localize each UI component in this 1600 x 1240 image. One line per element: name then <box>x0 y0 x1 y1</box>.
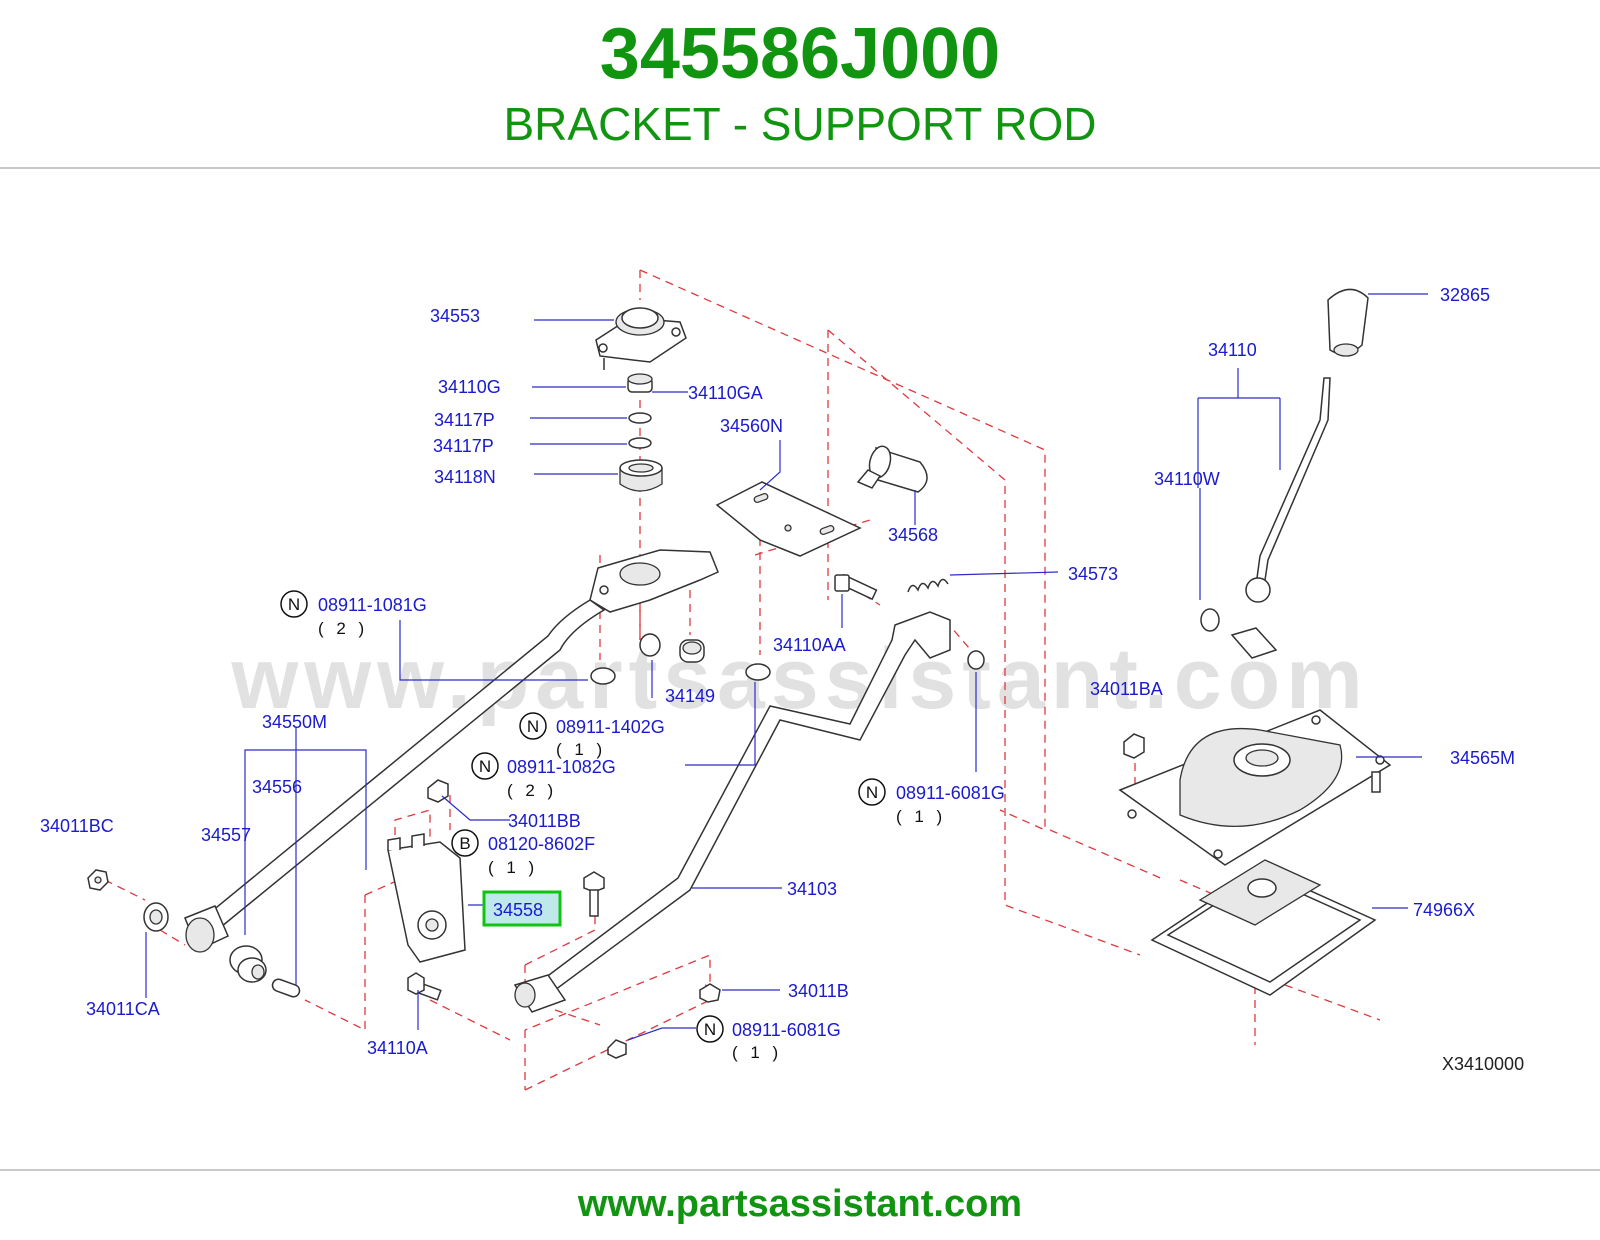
label-34568: 34568 <box>888 525 938 545</box>
label-34011BA: 34011BA <box>1090 679 1163 699</box>
badge-n-08911-1082G-letter: N <box>479 757 491 776</box>
label-34557: 34557 <box>201 825 251 845</box>
label-34011CA: 34011CA <box>86 999 160 1019</box>
qty-08120-8602F: ( 1 ) <box>488 858 538 877</box>
badge-n-08911-1082G <box>471 752 499 780</box>
part-collars <box>590 650 985 1059</box>
label-34560N: 34560N <box>720 416 783 436</box>
label-34110: 34110 <box>1208 340 1257 360</box>
footer-divider <box>0 1169 1600 1171</box>
part-shift-rod-main <box>184 549 719 953</box>
part-name-subtitle: BRACKET - SUPPORT ROD <box>503 98 1097 150</box>
label-08911-6081G-a: 08911-6081G <box>732 1020 841 1040</box>
label-34556: 34556 <box>252 777 302 797</box>
header: 345586J000 BRACKET - SUPPORT ROD <box>0 0 1600 168</box>
label-34553: 34553 <box>430 306 480 326</box>
part-34011CA-washer <box>143 902 169 932</box>
label-74966X: 74966X <box>1413 900 1475 920</box>
badge-b-08120-8602F <box>451 829 479 857</box>
label-34117P-a: 34117P <box>434 410 495 430</box>
part-34573-spring <box>907 578 949 593</box>
part-34553-bracket <box>595 307 687 370</box>
part-08120-8602F-bolt <box>583 871 605 917</box>
badge-n-08911-1081G-letter: N <box>288 595 300 614</box>
part-34568-knob <box>856 445 928 493</box>
label-34558-highlighted: 34558 <box>493 900 543 920</box>
header-divider <box>0 167 1600 169</box>
part-34117P-rings <box>628 412 652 449</box>
part-number-title: 345586J000 <box>599 14 1001 94</box>
label-34110W: 34110W <box>1154 469 1220 489</box>
label-34573: 34573 <box>1068 564 1118 584</box>
badge-n-08911-1081G <box>280 590 308 618</box>
label-08911-1402G: 08911-1402G <box>556 717 665 737</box>
label-34110AA: 34110AA <box>773 635 846 655</box>
label-34117P-b: 34117P <box>433 436 494 456</box>
label-34011BB: 34011BB <box>508 811 581 831</box>
highlight-box-34558 <box>482 890 562 927</box>
part-34557-boot <box>229 945 267 983</box>
label-08911-1082G: 08911-1082G <box>507 757 616 777</box>
part-34110G-bushing <box>627 373 653 393</box>
badge-n-08911-6081G-b-letter: N <box>866 783 878 802</box>
label-34110A: 34110A <box>367 1038 428 1058</box>
part-34556-pin <box>271 978 301 998</box>
qty-08911-1402G: ( 1 ) <box>556 740 606 759</box>
part-34149-bushings <box>639 633 705 663</box>
qty-08911-1082G: ( 2 ) <box>507 781 557 800</box>
leader-lines <box>145 293 1428 1041</box>
part-34560N-plate <box>715 481 862 557</box>
label-34149: 34149 <box>665 686 715 706</box>
badge-n-08911-6081G-b <box>858 778 886 806</box>
qty-08911-6081G-a: ( 1 ) <box>732 1043 782 1062</box>
badge-n-08911-1402G-letter: N <box>527 717 539 736</box>
part-34110A-bolt <box>407 972 442 1001</box>
label-08911-1081G: 08911-1081G <box>318 595 427 615</box>
part-34103-rod <box>513 611 951 1013</box>
qty-08911-1081G: ( 2 ) <box>318 619 368 638</box>
label-34103: 34103 <box>787 879 837 899</box>
badge-n-08911-6081G-a <box>696 1015 724 1043</box>
part-34011BC-nut <box>87 869 109 891</box>
part-34118N-bushing <box>619 459 663 492</box>
part-74966X-boot <box>1150 859 1377 996</box>
qty-08911-6081G-b: ( 1 ) <box>896 807 946 826</box>
label-08120-8602F: 08120-8602F <box>488 834 595 854</box>
label-34565M: 34565M <box>1450 748 1515 768</box>
label-08911-6081G-b: 08911-6081G <box>896 783 1005 803</box>
callout-labels: 34553 34110G 34110GA 34117P 34117P 34118… <box>40 285 1524 1074</box>
diagram-code: X3410000 <box>1442 1054 1524 1074</box>
part-34110-lever <box>1200 377 1331 659</box>
label-34110GA: 34110GA <box>688 383 763 403</box>
badge-n-08911-6081G-a-letter: N <box>704 1020 716 1039</box>
badge-b-08120-8602F-letter: B <box>459 834 470 853</box>
label-34110G: 34110G <box>438 377 501 397</box>
label-34118N: 34118N <box>434 467 496 487</box>
part-34110AA-bolt <box>834 573 878 601</box>
label-32865: 32865 <box>1440 285 1490 305</box>
part-32865-knob <box>1327 288 1369 357</box>
label-34550M: 34550M <box>262 712 327 732</box>
badge-n-08911-1402G <box>519 712 547 740</box>
part-34011BA-nut <box>1123 733 1145 759</box>
footer-url[interactable]: www.partsassistant.com <box>577 1183 1023 1225</box>
part-34558-bracket-highlighted <box>387 833 466 963</box>
label-34011B: 34011B <box>788 981 849 1001</box>
label-34011BC: 34011BC <box>40 816 114 836</box>
watermark: www.partsassistant.com <box>230 631 1368 727</box>
part-34565M-housing <box>1118 709 1392 866</box>
